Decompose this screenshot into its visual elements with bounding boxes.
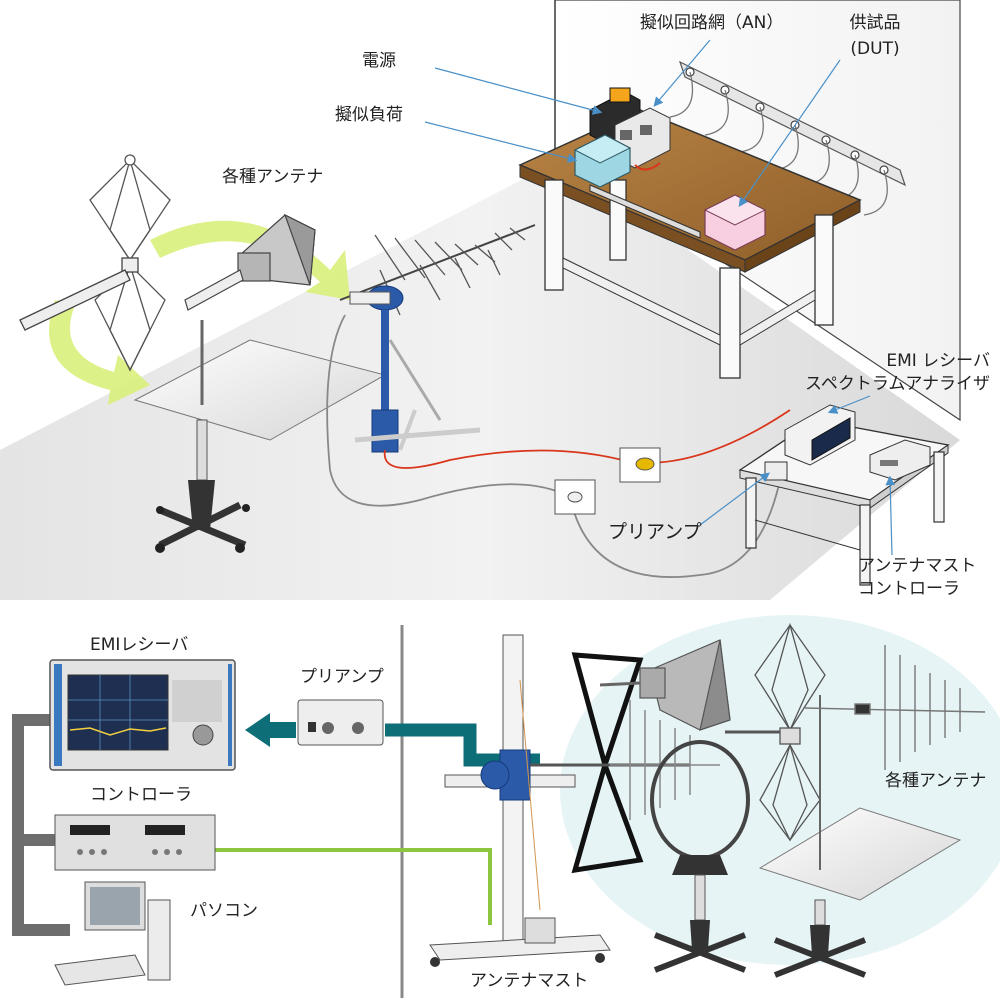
- label-emi-receiver-bottom: EMIレシーバ: [90, 635, 189, 655]
- log-periodic-antenna: [339, 224, 536, 453]
- label-antennas-top: 各種アンテナ: [222, 167, 324, 187]
- top-scene: [0, 0, 961, 600]
- label-emi-receiver-top-line1: EMI レシーバ: [886, 351, 990, 371]
- label-dummy-load: 擬似負荷: [335, 105, 403, 125]
- antenna-mast: [429, 634, 611, 967]
- rotation-arrow: [150, 220, 350, 300]
- label-preamp-top: プリアンプ: [608, 521, 702, 543]
- horn-antenna-bottom: [599, 639, 731, 731]
- label-controller-bottom: コントローラ: [90, 785, 192, 805]
- bowtie-antenna: [571, 652, 644, 874]
- preamp-instrument: [297, 699, 384, 746]
- bottom-right-antennas: [429, 615, 1000, 978]
- loop-antenna: [650, 740, 750, 973]
- leader-lines: [424, 39, 895, 556]
- gray-bus: [12, 714, 70, 936]
- antenna-mast-controller-top: [869, 439, 931, 481]
- lpda-antenna-right: [804, 645, 986, 770]
- label-power: 電源: [362, 51, 396, 71]
- red-cable: [383, 409, 791, 469]
- label-dut-line1: 供試品: [849, 13, 901, 33]
- label-antenna-mast: アンテナマスト: [470, 971, 589, 991]
- label-emi-receiver-top-line2: スペクトラムアナライザ: [805, 374, 990, 394]
- label-dut-line2: (DUT): [850, 39, 900, 59]
- control-cable: [215, 848, 492, 925]
- wall-connector: [554, 479, 596, 515]
- label-an: 擬似回路網（AN）: [640, 13, 784, 33]
- label-mast-controller-line1: アンテナマスト: [858, 556, 977, 576]
- pc-computer: [54, 881, 171, 986]
- label-antennas-bottom: 各種アンテナ: [885, 771, 987, 791]
- rotation-arrow: [49, 300, 150, 405]
- biconical-antenna: [19, 154, 171, 372]
- label-mast-controller-line2: コントローラ: [858, 579, 960, 599]
- label-pc: パソコン: [190, 901, 258, 921]
- preamp-top: [764, 461, 788, 481]
- ground-plane-stand: [133, 320, 387, 553]
- controller-instrument: [54, 814, 216, 871]
- dut-box: [703, 194, 767, 251]
- an-bar: [669, 60, 907, 216]
- wall-connector: [619, 447, 661, 483]
- dummy-load: [573, 134, 632, 188]
- biconical-antenna-bottom: [725, 622, 826, 842]
- signal-arrow: [245, 713, 296, 747]
- shielded-room-floor: [0, 160, 960, 600]
- ground-plane-bottom: [758, 695, 962, 978]
- emi-receiver-top: [784, 404, 856, 466]
- label-preamp-bottom: プリアンプ: [300, 667, 384, 687]
- emi-receiver-instrument: [49, 659, 236, 771]
- horn-antenna: [184, 213, 316, 311]
- bottom-left-system: [12, 659, 540, 986]
- gray-cable: [326, 314, 781, 578]
